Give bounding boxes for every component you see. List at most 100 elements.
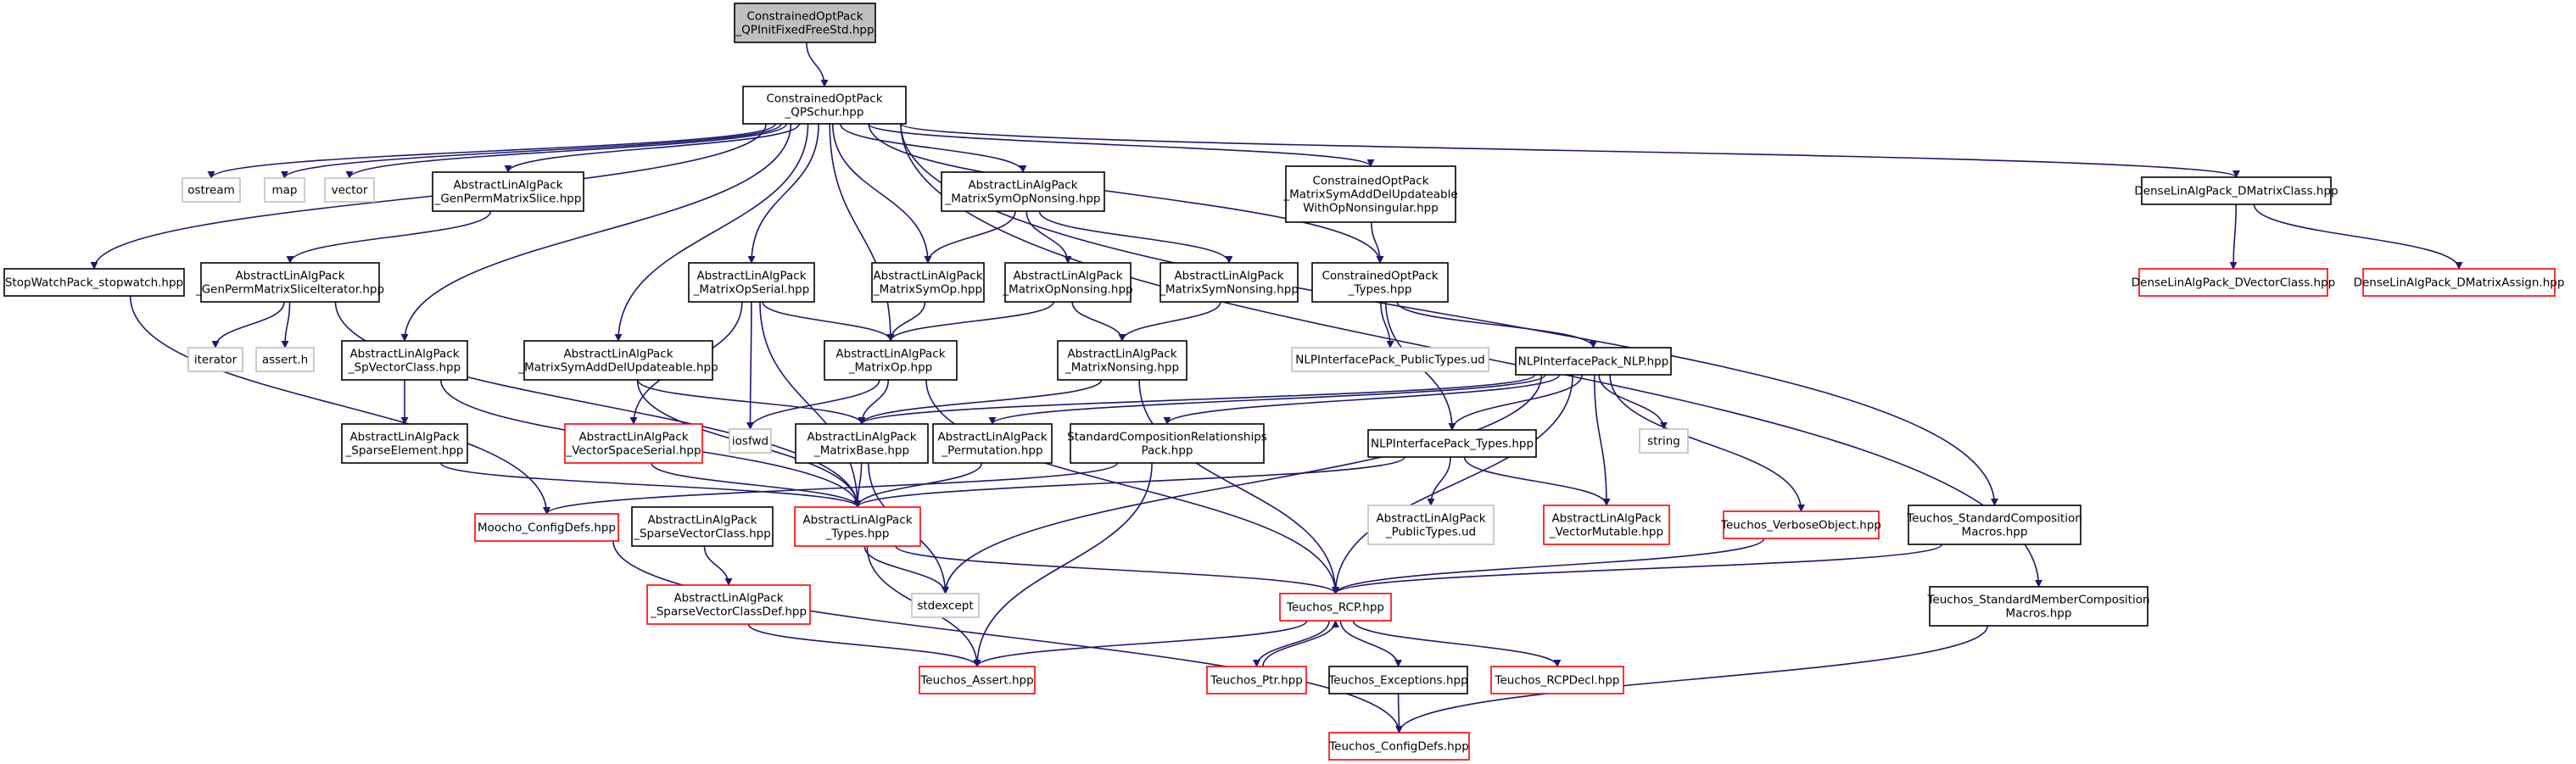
edge-vsserial-to-ala_types xyxy=(651,462,862,508)
node-ostream: ostream xyxy=(182,177,241,203)
node-mnons[interactable]: AbstractLinAlgPack_MatrixNonsing.hpp xyxy=(1057,340,1187,381)
node-label: AbstractLinAlgPack xyxy=(1174,269,1283,282)
node-permutation[interactable]: AbstractLinAlgPack_Permutation.hpp xyxy=(932,423,1053,464)
node-label: AbstractLinAlgPack xyxy=(873,269,982,282)
node-label: _GenPermMatrixSlice.hpp xyxy=(434,192,582,205)
node-label: AbstractLinAlgPack xyxy=(673,591,783,605)
node-map: map xyxy=(264,177,305,203)
node-box xyxy=(341,340,468,381)
node-box xyxy=(932,423,1053,464)
node-label: _MatrixSymAddDelUpdateable.hpp xyxy=(517,360,718,374)
edge-ala_types-to-stdexcept xyxy=(863,545,949,594)
node-label: Teuchos_Assert.hpp xyxy=(919,673,1033,687)
node-stdmembermacros[interactable]: Teuchos_StandardMemberCompositionMacros.… xyxy=(1926,586,2150,627)
node-label: DenseLinAlgPack_DMatrixAssign.hpp xyxy=(2354,276,2565,289)
node-verbose[interactable]: Teuchos_VerboseObject.hpp xyxy=(1720,510,1881,539)
node-vmutable[interactable]: AbstractLinAlgPack_VectorMutable.hpp xyxy=(1543,505,1670,545)
edge-mnons-to-rcp xyxy=(1138,379,1339,594)
node-msymopnons[interactable]: AbstractLinAlgPack_MatrixSymOpNonsing.hp… xyxy=(941,171,1105,212)
node-msymop[interactable]: AbstractLinAlgPack_MatrixSymOp.hpp xyxy=(871,262,985,303)
node-box xyxy=(1908,505,2081,545)
edge-msymopnons-to-mopnons xyxy=(1025,210,1072,264)
node-spvectorclass2[interactable]: AbstractLinAlgPack_SparseVectorClass.hpp xyxy=(631,506,774,547)
node-label: _SparseVectorClass.hpp xyxy=(633,527,771,540)
edge-qpschur-to-msymop xyxy=(831,123,932,264)
node-label: _Types.hpp xyxy=(1348,282,1412,296)
node-vsserial[interactable]: AbstractLinAlgPack_VectorSpaceSerial.hpp xyxy=(564,423,703,464)
node-dvectorclass[interactable]: DenseLinAlgPack_DVectorClass.hpp xyxy=(2132,268,2335,297)
node-box xyxy=(2138,268,2328,297)
node-label: Teuchos_Exceptions.hpp xyxy=(1327,673,1467,687)
node-box xyxy=(432,171,584,212)
edge-mopnons-to-mop xyxy=(886,301,1055,342)
node-box xyxy=(1328,666,1468,694)
node-label: Macros.hpp xyxy=(2006,606,2072,620)
node-sparseelement[interactable]: AbstractLinAlgPack_SparseElement.hpp xyxy=(341,423,468,464)
edge-qpschur-to-dmatrixclass xyxy=(900,123,2240,178)
node-cop_types[interactable]: ConstrainedOptPack_Types.hpp xyxy=(1311,262,1449,303)
node-mopserial[interactable]: AbstractLinAlgPack_MatrixOpSerial.hpp xyxy=(688,262,815,303)
node-rcpdecl[interactable]: Teuchos_RCPDecl.hpp xyxy=(1490,666,1624,694)
node-box xyxy=(871,262,985,303)
edge-verbose-to-rcp xyxy=(1332,538,1765,594)
node-ptr[interactable]: Teuchos_Ptr.hpp xyxy=(1206,666,1307,694)
node-stopwatch[interactable]: StopWatchPack_stopwatch.hpp xyxy=(3,268,185,297)
node-box xyxy=(631,506,774,547)
node-dmatrixassign[interactable]: DenseLinAlgPack_DMatrixAssign.hpp xyxy=(2354,268,2565,297)
node-box xyxy=(729,428,772,454)
node-msymadddel[interactable]: AbstractLinAlgPack_MatrixSymAddDelUpdate… xyxy=(517,340,718,381)
node-qpschur[interactable]: ConstrainedOptPack_QPSchur.hpp xyxy=(742,86,907,125)
edge-nlp_nlp-to-mbase xyxy=(858,374,1536,425)
node-label: StandardCompositionRelationships xyxy=(1067,430,1267,443)
node-label: DenseLinAlgPack_DMatrixClass.hpp xyxy=(2134,184,2338,198)
node-genperm[interactable]: AbstractLinAlgPack_GenPermMatrixSlice.hp… xyxy=(432,171,584,212)
node-label: AbstractLinAlgPack xyxy=(349,347,459,360)
edge-genperm-to-genpermiter xyxy=(286,210,492,264)
edge-mopserial-to-ala_types xyxy=(759,301,862,508)
node-mop[interactable]: AbstractLinAlgPack_MatrixOp.hpp xyxy=(824,340,958,381)
node-texceptions[interactable]: Teuchos_Exceptions.hpp xyxy=(1327,666,1468,694)
node-root[interactable]: ConstrainedOptPack_QPInitFixedFreeStd.hp… xyxy=(734,3,876,43)
node-label: Teuchos_ConfigDefs.hpp xyxy=(1328,739,1469,753)
node-box xyxy=(795,423,929,464)
node-genpermiter[interactable]: AbstractLinAlgPack_GenPermMatrixSliceIte… xyxy=(195,262,384,303)
node-label: DenseLinAlgPack_DVectorClass.hpp xyxy=(2132,276,2335,289)
node-ala_types[interactable]: AbstractLinAlgPack_Types.hpp xyxy=(794,506,921,547)
node-box xyxy=(734,3,876,43)
node-nlp_nlp[interactable]: NLPInterfacePack_NLP.hpp xyxy=(1515,347,1672,376)
edge-qpschur-to-mopserial xyxy=(747,123,819,264)
node-mopnons[interactable]: AbstractLinAlgPack_MatrixOpNonsing.hpp xyxy=(1002,262,1133,303)
edge-nlp_nlp-to-string xyxy=(1598,374,1668,430)
node-box xyxy=(564,423,703,464)
node-moocho_config[interactable]: Moocho_ConfigDefs.hpp xyxy=(474,513,619,542)
node-label: AbstractLinAlgPack xyxy=(1067,347,1176,360)
node-label: _MatrixNonsing.hpp xyxy=(1064,360,1179,374)
node-box xyxy=(255,347,315,372)
node-box xyxy=(1929,586,2149,627)
node-spvectorclass[interactable]: AbstractLinAlgPack_SpVectorClass.hpp xyxy=(341,340,468,381)
edge-nlp_nlp-to-rcp xyxy=(1332,374,1573,594)
node-mbase[interactable]: AbstractLinAlgPack_MatrixBase.hpp xyxy=(795,423,929,464)
node-dmatrixclass[interactable]: DenseLinAlgPack_DMatrixClass.hpp xyxy=(2134,176,2339,205)
edge-genpermiter-to-asserth xyxy=(281,301,291,349)
edge-qpschur-to-cop_types xyxy=(868,123,1384,264)
node-tassert[interactable]: Teuchos_Assert.hpp xyxy=(919,666,1036,694)
node-label: _PublicTypes.ud xyxy=(1385,525,1476,538)
node-label: _MatrixOp.hpp xyxy=(848,360,932,374)
node-label: NLPInterfacePack_PublicTypes.ud xyxy=(1295,353,1484,366)
edge-dmatrixclass-to-dmatrixassign xyxy=(2253,204,2463,270)
node-box xyxy=(911,593,980,618)
node-nlp_types[interactable]: NLPInterfacePack_Types.hpp xyxy=(1367,429,1537,458)
node-msymadddelwith[interactable]: ConstrainedOptPack_MatrixSymAddDelUpdate… xyxy=(1282,165,1458,223)
node-rcp[interactable]: Teuchos_RCP.hpp xyxy=(1279,593,1392,622)
node-msymnons[interactable]: AbstractLinAlgPack_MatrixSymNonsing.hpp xyxy=(1159,262,1299,303)
node-label: Moocho_ConfigDefs.hpp xyxy=(478,521,616,534)
edge-stopwatch-to-moocho_config xyxy=(129,295,550,515)
node-box xyxy=(1206,666,1307,694)
node-tconfig[interactable]: Teuchos_ConfigDefs.hpp xyxy=(1328,732,1470,761)
node-spvectorclassdef[interactable]: AbstractLinAlgPack_SparseVectorClassDef.… xyxy=(646,584,811,625)
node-box xyxy=(824,340,958,381)
edge-ala_types-to-rcp xyxy=(895,545,1339,594)
